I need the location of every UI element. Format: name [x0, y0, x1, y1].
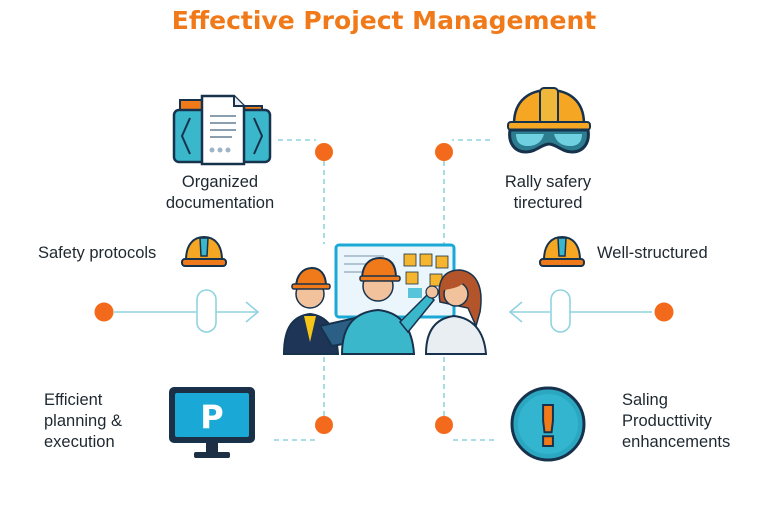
dot-top-right [435, 143, 453, 161]
label-bottom-left: Efficient planning & execution [44, 391, 122, 451]
alert-icon: ! [510, 386, 586, 462]
dot-top-left [315, 143, 333, 161]
hard-hat-icon-left [181, 235, 227, 267]
hard-hat-icon-right [539, 235, 585, 267]
connector-bottom-right [443, 352, 494, 441]
label-mid-right: Well-structured [597, 244, 708, 262]
folder-document-icon [172, 94, 272, 166]
arrow-right [508, 301, 652, 323]
monitor-letter: P [200, 398, 223, 436]
dot-mid-left [94, 302, 114, 322]
dot-bottom-right [435, 416, 453, 434]
arrow-right-capsule [550, 289, 571, 333]
arrow-left-capsule [196, 289, 217, 333]
connector-bottom-left [274, 352, 325, 441]
safety-goggles-helmet-icon [507, 87, 591, 154]
connector-top-left [278, 139, 325, 244]
label-mid-left: Safety protocols [38, 244, 157, 262]
label-top-right: Rally safery tirectured [504, 173, 592, 212]
monitor-p-icon: P [169, 387, 255, 458]
alert-mark: ! [535, 395, 561, 460]
dot-bottom-left [315, 416, 333, 434]
arrow-left [114, 301, 260, 323]
team-meeting-illustration [282, 243, 488, 355]
connector-top-right [443, 139, 490, 244]
label-top-left: Organized documentation [165, 173, 275, 212]
dot-mid-right [654, 302, 674, 322]
label-bottom-right: Saling Producttivity enhancements [622, 391, 731, 451]
page-title: Effective Project Management [171, 6, 597, 35]
